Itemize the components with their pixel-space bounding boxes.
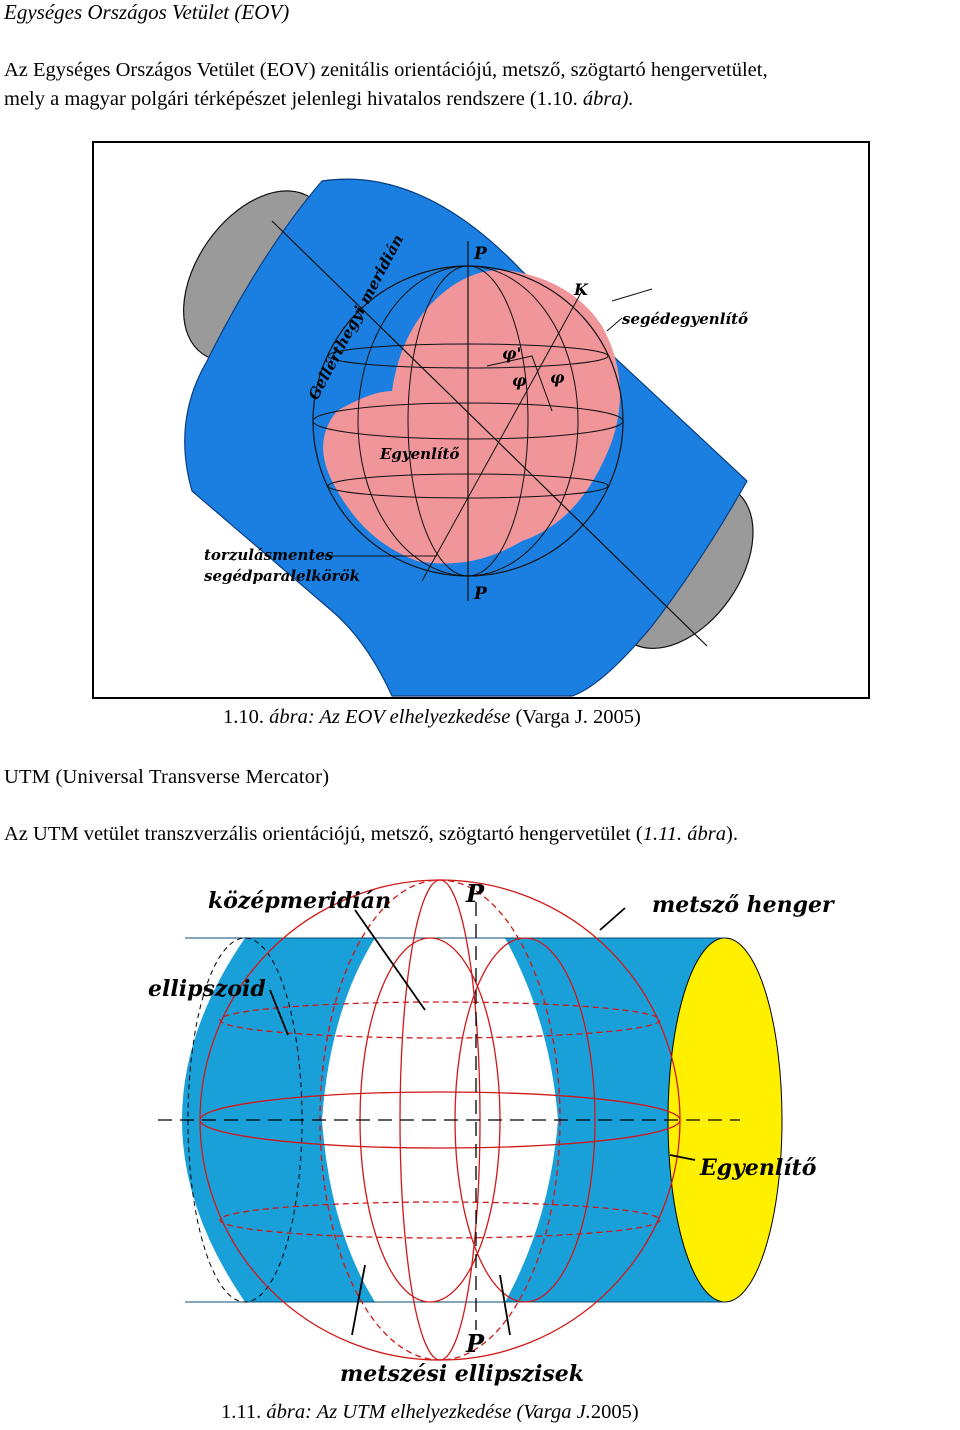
figure1-caption: 1.10. ábra: Az EOV elhelyezkedése (Varga… xyxy=(223,706,641,729)
paragraph-utm: Az UTM vetület transzverzális orientáció… xyxy=(4,820,738,849)
label-k: K xyxy=(573,280,589,299)
paragraph-eov-figure-ref: ábra). xyxy=(583,88,634,110)
figure1-caption-italic: ábra: Az EOV elhelyezkedése xyxy=(269,706,510,728)
eov-figure: Gellérthegyi meridián P K segédegyenlítő… xyxy=(92,141,870,699)
label-segedegyenlito: segédegyenlítő xyxy=(622,310,748,328)
section-title-eov: Egységes Országos Vetület (EOV) xyxy=(4,0,289,25)
label-phi-prime: φ' xyxy=(502,344,521,363)
figure2-caption-source: 2005) xyxy=(591,1401,639,1423)
utm-figure: középmeridián P metsző henger ellipszoid… xyxy=(140,870,840,1395)
label-egyenlito: Egyenlítő xyxy=(699,1155,817,1181)
figure1-caption-number: 1.10. xyxy=(223,706,269,728)
figure2-caption-italic: ábra: Az UTM elhelyezkedése (Varga J. xyxy=(266,1401,591,1423)
paragraph-eov-line2-text: mely a magyar polgári térképészet jelenl… xyxy=(4,88,583,110)
metszo-henger-pointer xyxy=(600,908,625,930)
label-metszesi-ellipszisek: metszési ellipszisek xyxy=(340,1361,584,1387)
paragraph-eov-line1: Az Egységes Országos Vetület (EOV) zenit… xyxy=(4,56,768,85)
label-segedparalelkorok: segédparalelkörök xyxy=(204,567,360,585)
label-ellipszoid: ellipszoid xyxy=(148,976,266,1002)
figure1-caption-source: (Varga J. 2005) xyxy=(510,706,641,728)
figure2-caption-number: 1.11. xyxy=(221,1401,266,1423)
label-phi-2: φ xyxy=(550,368,565,387)
figure2-caption: 1.11. ábra: Az UTM elhelyezkedése (Varga… xyxy=(221,1401,639,1424)
paragraph-utm-figure-ref: 1.11. ábra xyxy=(643,823,726,845)
label-phi-1: φ xyxy=(512,371,527,390)
label-torzulasmentes: torzulásmentes xyxy=(204,546,334,564)
cylinder-end-cap xyxy=(668,938,782,1302)
label-p-top: P xyxy=(473,244,488,264)
metszesi-pointer-2 xyxy=(500,1275,510,1335)
paragraph-utm-text: Az UTM vetület transzverzális orientáció… xyxy=(4,823,643,845)
label-egyenlito: Egyenlítő xyxy=(379,445,459,463)
section-title-utm: UTM (Universal Transverse Mercator) xyxy=(4,763,329,792)
label-metszo-henger: metsző henger xyxy=(652,892,835,918)
paragraph-eov-line2: mely a magyar polgári térképészet jelenl… xyxy=(4,85,634,114)
label-p-bottom: P xyxy=(465,1329,485,1358)
label-p-bottom: P xyxy=(473,584,488,604)
label-p-top: P xyxy=(465,879,485,908)
kozepmeridian-pointer xyxy=(355,910,425,1010)
label-kozepmeridian: középmeridián xyxy=(208,888,391,914)
paragraph-utm-end: ). xyxy=(726,823,738,845)
